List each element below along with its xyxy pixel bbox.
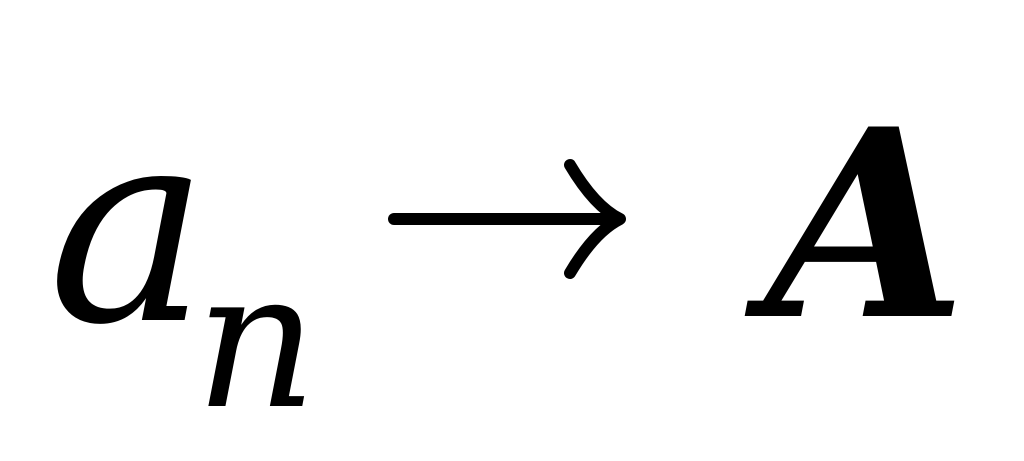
right-arrow-icon bbox=[388, 159, 626, 279]
variable-a: a bbox=[48, 69, 209, 384]
subscript-n: n bbox=[195, 230, 318, 451]
variable-A: A bbox=[765, 73, 967, 378]
